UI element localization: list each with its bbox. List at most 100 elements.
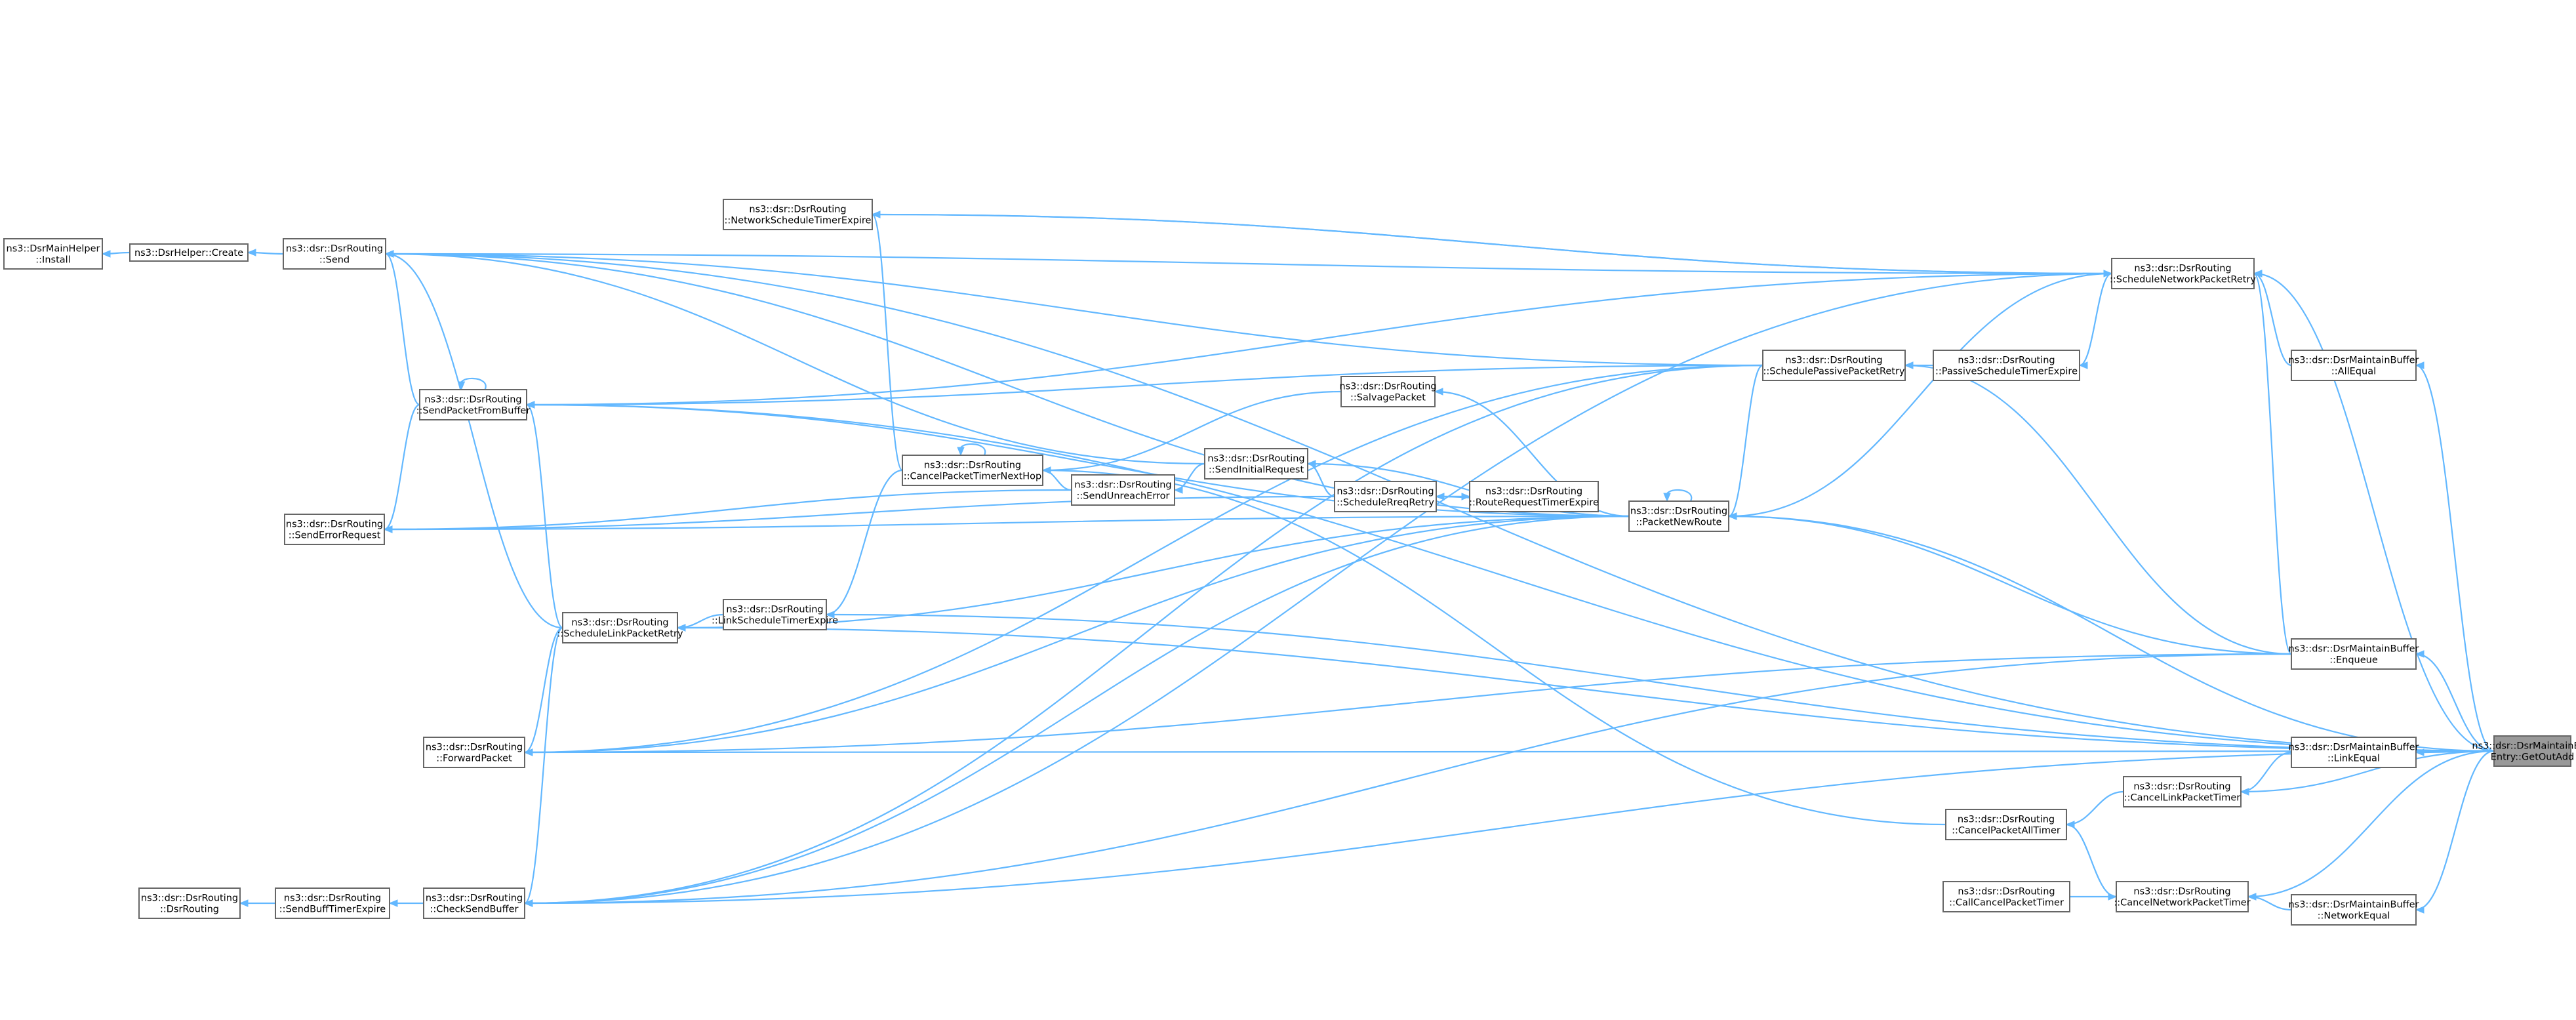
node-netequal[interactable]: ns3::dsr::DsrMaintainBuffer::NetworkEqua… [2288,894,2419,926]
edge-srr-to-ser [383,495,1335,533]
edge-clpt-to-cpat [2065,790,2124,828]
node-cnpt[interactable]: ns3::dsr::DsrRouting::CancelNetworkPacke… [2114,881,2251,912]
edge-pnr-to-slpr [676,515,1630,632]
edge-pnr-to-pnr [1663,489,1693,502]
edge-line [385,253,1763,367]
node-label-line: ::SendInitialRequest [1209,465,1304,476]
node-cpat[interactable]: ns3::dsr::DsrRouting::CancelPacketAllTim… [1945,809,2067,840]
edge-line [959,443,986,456]
node-sppr[interactable]: ns3::dsr::DsrRouting::SchedulePassivePac… [1762,350,1906,381]
node-label-line: ns3::dsr::DsrRouting [1074,480,1171,491]
edge-line [2415,750,2495,911]
node-label-line: ::PacketNewRoute [1636,518,1722,528]
node-box [1628,500,1729,532]
node-enqueue[interactable]: ns3::dsr::DsrMaintainBuffer::Enqueue [2288,638,2419,670]
node-sbte[interactable]: ns3::dsr::DsrRouting::SendBuffTimerExpir… [275,887,390,919]
node-salvage[interactable]: ns3::dsr::DsrRouting::SalvagePacket [1339,376,1437,407]
node-box [2123,776,2242,807]
edge-line [526,403,563,629]
node-send[interactable]: ns3::dsr::DsrRouting::Send [283,238,386,270]
node-forward[interactable]: ns3::dsr::DsrRouting::ForwardPacket [423,737,525,768]
node-slpr[interactable]: ns3::dsr::DsrRouting::ScheduleLinkPacket… [557,612,683,643]
node-label-line: ns3::dsr::DsrRouting [426,743,523,753]
node-box [2493,735,2571,767]
node-lste[interactable]: ns3::dsr::DsrRouting::LinkScheduleTimerE… [712,599,838,630]
node-ccpt[interactable]: ns3::dsr::DsrRouting::CallCancelPacketTi… [1942,881,2070,912]
node-dsrrouting[interactable]: ns3::dsr::DsrRouting::DsrRouting [138,887,241,919]
edge-snpr-to-pste [2078,272,2112,369]
edge-getoutadd-to-spfb [525,401,2495,752]
node-label-line: ::CancelNetworkPacketTimer [2114,898,2250,908]
node-label-line: ::SendUnreachError [1076,491,1169,502]
node-allequal[interactable]: ns3::dsr::DsrMaintainBuffer::AllEqual [2288,350,2419,381]
node-label-line: ::NetworkScheduleTimerExpire [725,216,872,226]
edge-line [524,272,2112,905]
edge-line [2253,272,2292,367]
node-label-line: ns3::dsr::DsrRouting [1207,454,1304,464]
node-snpr[interactable]: ns3::dsr::DsrRouting::ScheduleNetworkPac… [2110,258,2256,289]
node-label-line: ns3::dsr::DsrMaintainBuff [2472,741,2576,752]
edge-getoutadd-to-allequal [2415,361,2495,752]
edge-pnr-to-ser [383,515,1630,533]
edge-line [2066,823,2117,898]
arrowhead [957,447,965,457]
edge-snpr-to-send [384,250,2112,275]
node-label-line: ::ScheduleNetworkPacketRetry [2110,275,2256,285]
node-label-line: ns3::dsr::DsrRouting [141,893,238,904]
node-clpt[interactable]: ns3::dsr::DsrRouting::CancelLinkPacketTi… [2123,776,2242,807]
node-label-line: ::SchedulePassivePacketRetry [1763,367,1904,377]
node-label-line: ::AllEqual [2331,367,2376,377]
edge-slpr-to-spfb [525,401,563,629]
edge-line [826,469,903,616]
edge-getoutadd-to-pnr [1727,512,2495,752]
node-box [2291,894,2417,926]
node-pste[interactable]: ns3::dsr::DsrRouting::PassiveScheduleTim… [1933,350,2080,381]
node-install[interactable]: ns3::DsrMainHelper::Install [3,238,103,270]
node-sir[interactable]: ns3::dsr::DsrRouting::SendInitialRequest [1204,448,1308,479]
edge-netequal-to-cnpt [2247,893,2292,911]
edge-line [2415,653,2495,752]
node-create[interactable]: ns3::DsrHelper::Create [129,243,249,262]
edge-sppr-to-csb [523,364,1763,907]
arrowhead [2253,270,2263,277]
edge-getoutadd-to-netequal [2415,750,2495,914]
node-label-line: ns3::dsr::DsrMaintainBuffer [2288,900,2419,910]
edge-getoutadd-to-snpr [2253,270,2495,752]
node-label-line: ns3::DsrHelper::Create [134,248,243,258]
edge-line [2253,272,2495,752]
node-nste[interactable]: ns3::dsr::DsrRouting::NetworkScheduleTim… [723,199,873,230]
node-rrte[interactable]: ns3::dsr::DsrRouting::RouteRequestTimerE… [1469,481,1599,512]
node-srr[interactable]: ns3::dsr::DsrRouting::ScheduleRreqRetry [1334,481,1437,512]
node-box [419,389,527,420]
node-label-line: ::LinkScheduleTimerExpire [712,616,838,626]
edge-line [524,750,2495,754]
edge-line [2066,790,2124,826]
edge-snpr-to-nste [871,211,2112,275]
node-pnr[interactable]: ns3::dsr::DsrRouting::PacketNewRoute [1628,500,1729,532]
edge-line [524,653,2292,905]
edge-ccpt-to-cnpt [2070,893,2118,901]
edge-getoutadd-to-cnpt [2247,750,2495,901]
edge-line [385,253,420,406]
node-label-line: ns3::dsr::DsrRouting [1630,506,1727,517]
arrowhead [2415,748,2425,756]
edge-line [524,626,563,754]
node-box [2291,350,2417,381]
node-spfb[interactable]: ns3::dsr::DsrRouting::SendPacketFromBuff… [416,389,531,420]
node-csb[interactable]: ns3::dsr::DsrRouting::CheckSendBuffer [423,887,525,919]
node-linkequal[interactable]: ns3::dsr::DsrMaintainBuffer::LinkEqual [2288,737,2419,768]
edge-line [1728,272,2112,518]
node-box [129,243,249,262]
edge-line [385,253,563,629]
node-getoutadd[interactable]: ns3::dsr::DsrMaintainBuffEntry::GetOutAd… [2472,735,2576,767]
node-sue[interactable]: ns3::dsr::DsrRouting::SendUnreachError [1071,474,1175,506]
node-cptnh[interactable]: ns3::dsr::DsrRouting::CancelPacketTimerN… [902,455,1043,486]
edge-line [524,750,2495,905]
edge-line [524,626,563,905]
node-box [423,887,525,919]
edge-line [871,213,904,472]
arrowhead [825,611,835,619]
node-ser[interactable]: ns3::dsr::DsrRouting::SendErrorRequest [284,514,385,545]
edge-line [1904,364,2292,655]
edge-line [384,403,420,531]
